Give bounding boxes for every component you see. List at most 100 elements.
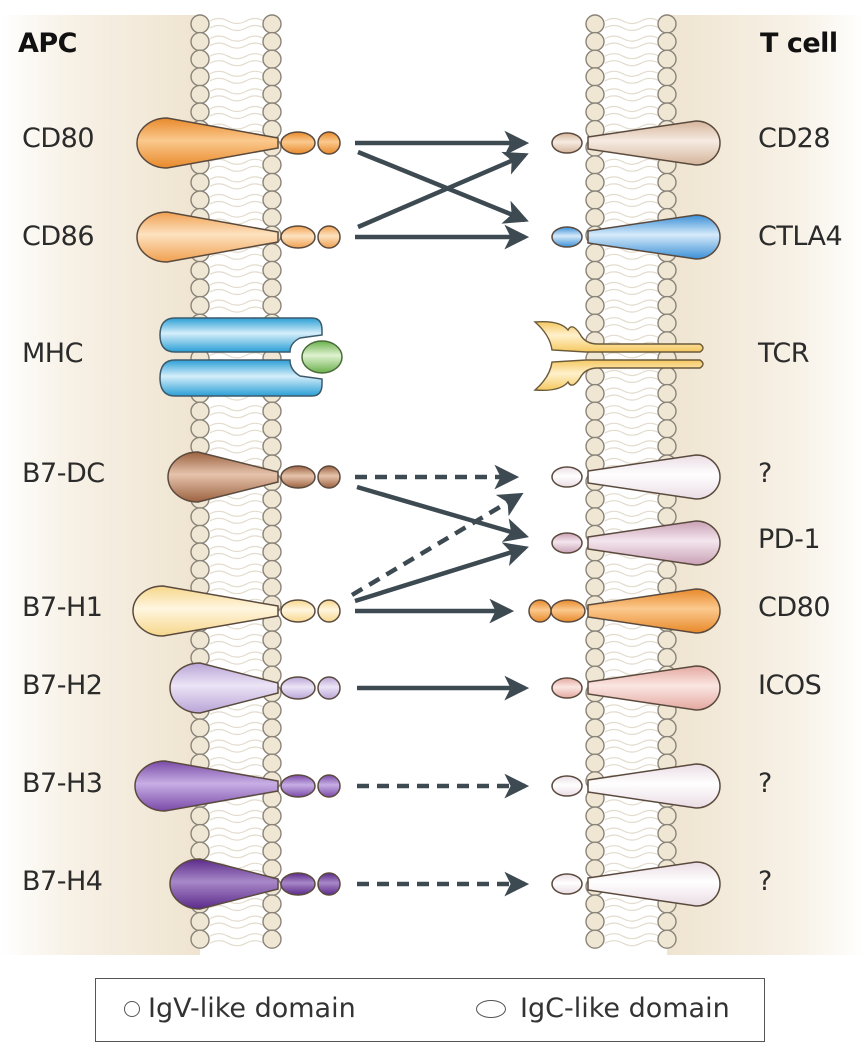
lipid-head — [657, 841, 677, 861]
apc-label-cd86: CD86 — [22, 221, 95, 252]
lipid-tail — [209, 123, 265, 130]
lipid-head — [657, 313, 677, 333]
lipid-tail — [209, 809, 265, 817]
igv-like-domain — [317, 131, 341, 155]
igc-like-domain — [169, 662, 279, 714]
lipid-head — [585, 172, 605, 193]
lipid-tail — [209, 17, 265, 25]
lipid-tail — [604, 658, 660, 665]
igc-like-domain — [280, 676, 316, 700]
lipid-head — [585, 419, 605, 439]
lipid-tail — [209, 183, 265, 190]
lipid-tail — [604, 17, 660, 25]
lipid-tail — [604, 324, 660, 331]
arrow-b7dc-to-pd1 — [356, 484, 529, 543]
lipid-head — [262, 577, 282, 597]
lipid-head — [585, 806, 605, 826]
lipid-head — [657, 419, 677, 439]
lipid-tail — [604, 704, 660, 711]
lipid-head — [657, 172, 677, 193]
lipid-head — [190, 841, 210, 861]
lipid-head — [190, 102, 210, 122]
lipid-head — [190, 67, 210, 87]
lipid-head — [585, 823, 605, 844]
lipid-head — [585, 735, 605, 756]
lipid-tail — [209, 352, 265, 359]
lipid-tail — [604, 88, 660, 95]
tcell-unknown-3 — [551, 861, 721, 907]
lipid-tail — [604, 183, 660, 190]
lipid-tail — [604, 746, 660, 753]
igv-like-domain — [551, 677, 583, 699]
lipid-tail — [604, 105, 660, 113]
igv-like-domain — [528, 599, 552, 623]
igc-domain-icon — [476, 999, 506, 1018]
lipid-head — [262, 524, 282, 545]
igv-like-domain — [317, 225, 341, 249]
igv-like-domain — [551, 132, 583, 154]
tcell-tcr — [533, 320, 704, 392]
lipid-head — [190, 507, 210, 527]
lipid-tail — [604, 24, 660, 32]
lipid-tail — [604, 387, 660, 394]
igc-like-domain — [169, 858, 279, 910]
lipid-tail — [209, 940, 265, 947]
legend: IgV-like domain IgC-like domain — [95, 978, 765, 1042]
lipid-head — [657, 190, 677, 210]
lipid-tail — [604, 651, 660, 658]
lipid-tail — [209, 757, 265, 764]
lipid-tail — [604, 915, 660, 922]
lipid-head — [657, 630, 677, 650]
apc-label-mhc: MHC — [22, 338, 83, 369]
lipid-head — [585, 49, 605, 69]
lipid-head — [190, 524, 210, 545]
lipid-tail — [604, 827, 660, 834]
lipid-tail — [604, 764, 660, 771]
lipid-head — [585, 243, 605, 263]
lipid-tail — [604, 922, 660, 929]
igc-like-domain — [136, 117, 279, 169]
lipid-head — [262, 647, 282, 668]
lipid-head — [657, 559, 677, 580]
lipid-tail — [209, 517, 265, 524]
lipid-tail — [604, 60, 660, 67]
lipid-head — [657, 31, 677, 52]
lipid-head — [262, 823, 282, 844]
lipid-head — [657, 735, 677, 756]
lipid-head — [585, 507, 605, 527]
lipid-head — [262, 507, 282, 527]
igc-like-domain — [280, 465, 316, 489]
apc-label-b7dc: B7-DC — [22, 458, 105, 489]
lipid-head — [262, 718, 282, 738]
lipid-head — [585, 155, 605, 175]
lipid-tail — [604, 422, 660, 429]
lipid-tail — [209, 721, 265, 729]
apc-mhc — [159, 317, 343, 397]
legend-item-igc: IgC-like domain — [476, 993, 730, 1024]
lipid-tail — [209, 281, 265, 289]
lipid-tail — [604, 165, 660, 172]
lipid-head — [585, 383, 605, 404]
igv-like-domain — [317, 872, 341, 896]
legend-item-igv: IgV-like domain — [124, 993, 356, 1024]
igc-like-domain — [280, 774, 316, 798]
lipid-tail — [209, 429, 265, 436]
lipid-head — [190, 260, 210, 281]
apc-cd86 — [136, 211, 341, 263]
lipid-tail — [209, 816, 265, 824]
igv-like-domain — [317, 599, 341, 623]
lipid-head — [657, 806, 677, 826]
tcr-alpha-chain — [533, 320, 704, 353]
lipid-head — [585, 31, 605, 52]
lipid-tail — [604, 35, 660, 42]
igv-like-domain — [551, 466, 583, 488]
lipid-head — [190, 630, 210, 650]
lipid-tail — [209, 95, 265, 102]
lipid-tail — [604, 77, 660, 84]
igc-like-domain — [587, 588, 721, 634]
tcell-ctla4 — [551, 214, 721, 260]
tcell-header: T cell — [760, 28, 838, 59]
igc-like-domain — [167, 451, 279, 503]
igv-like-domain — [551, 775, 583, 797]
lipid-head — [190, 718, 210, 738]
